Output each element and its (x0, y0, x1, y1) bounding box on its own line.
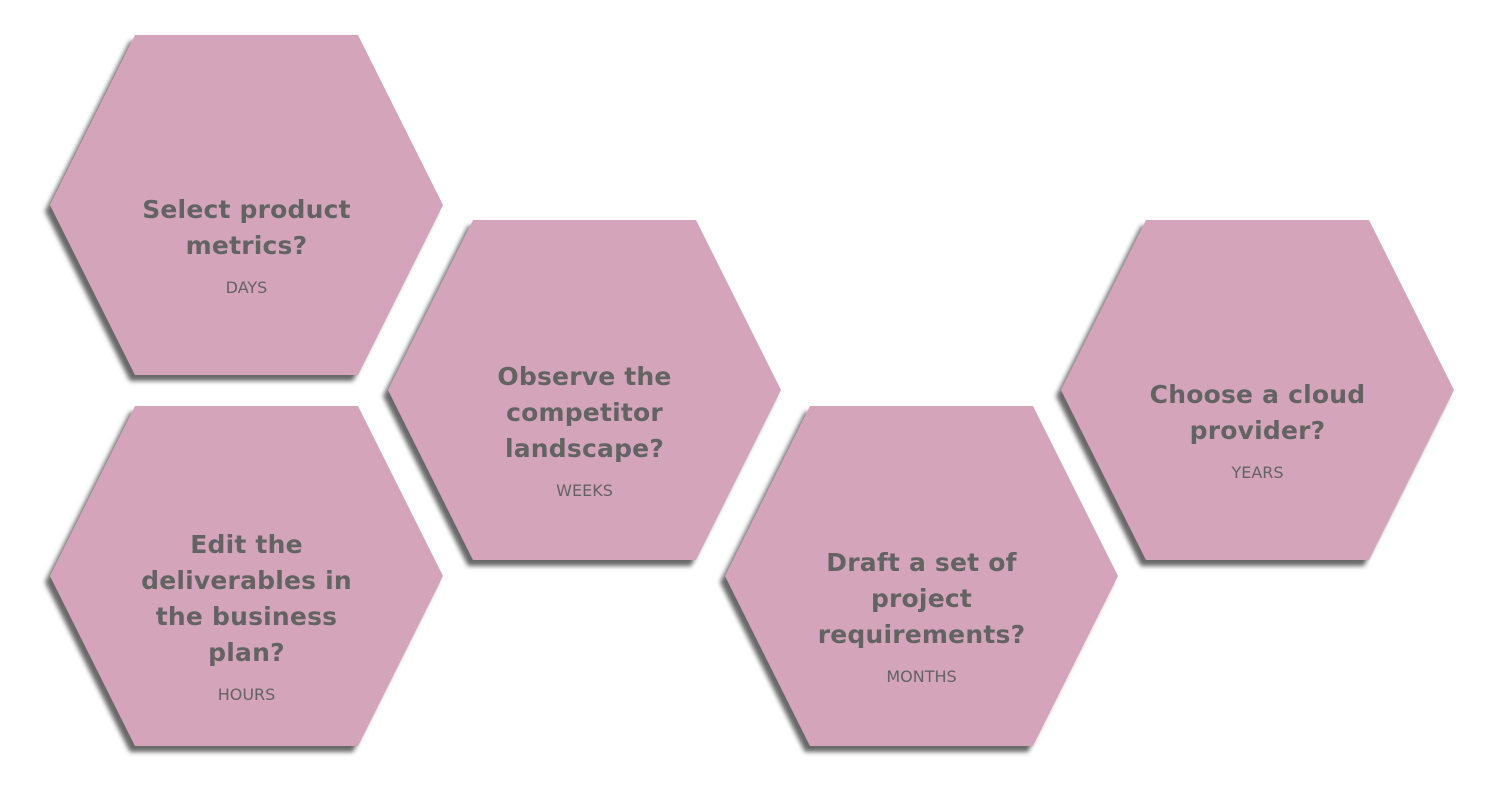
hexagon-label: DAYS (225, 278, 268, 297)
hexagon-choose-cloud-provider: Choose a cloud provider? YEARS (1061, 220, 1454, 560)
title-line: Choose a cloud (1149, 380, 1366, 409)
hexagon-shape (50, 406, 443, 746)
hexagon-observe-competitor-landscape: Observe the competitor landscape? WEEKS (388, 220, 781, 560)
title-line: Observe the (497, 362, 672, 391)
title-line: deliverables in (141, 566, 352, 595)
hexagon-shape (50, 35, 443, 375)
hexagon-title: Select product metrics? (142, 192, 351, 264)
title-line: landscape? (504, 434, 665, 463)
hexagon-select-product-metrics: Select product metrics? DAYS (50, 35, 443, 375)
hexagon-shape (1061, 220, 1454, 560)
hexagon-title: Observe the competitor landscape? (497, 359, 671, 467)
title-line: Draft a set of (826, 548, 1017, 577)
title-line: the business (155, 602, 338, 631)
hexagon-shape (725, 406, 1118, 746)
title-line: plan? (208, 638, 285, 667)
title-line: competitor (506, 398, 663, 427)
hexagon-label: WEEKS (556, 481, 613, 500)
hexagon-label: YEARS (1231, 463, 1284, 482)
hexagon-shape (388, 220, 781, 560)
title-line: Select product (142, 195, 351, 224)
hexagon-draft-requirements: Draft a set of project requirements? MON… (725, 406, 1118, 746)
hexagon-title: Edit the deliverables in the business pl… (141, 527, 352, 671)
title-line: provider? (1189, 416, 1326, 445)
hexagon-label: MONTHS (886, 667, 957, 686)
title-line: requirements? (817, 620, 1026, 649)
title-line: Edit the (190, 530, 303, 559)
hexagon-label: HOURS (217, 685, 276, 704)
hexagon-title: Choose a cloud provider? (1150, 377, 1366, 449)
title-line: project (870, 584, 973, 613)
hexagon-title: Draft a set of project requirements? (818, 545, 1026, 653)
hexagon-edit-deliverables: Edit the deliverables in the business pl… (50, 406, 443, 746)
title-line: metrics? (185, 231, 308, 260)
